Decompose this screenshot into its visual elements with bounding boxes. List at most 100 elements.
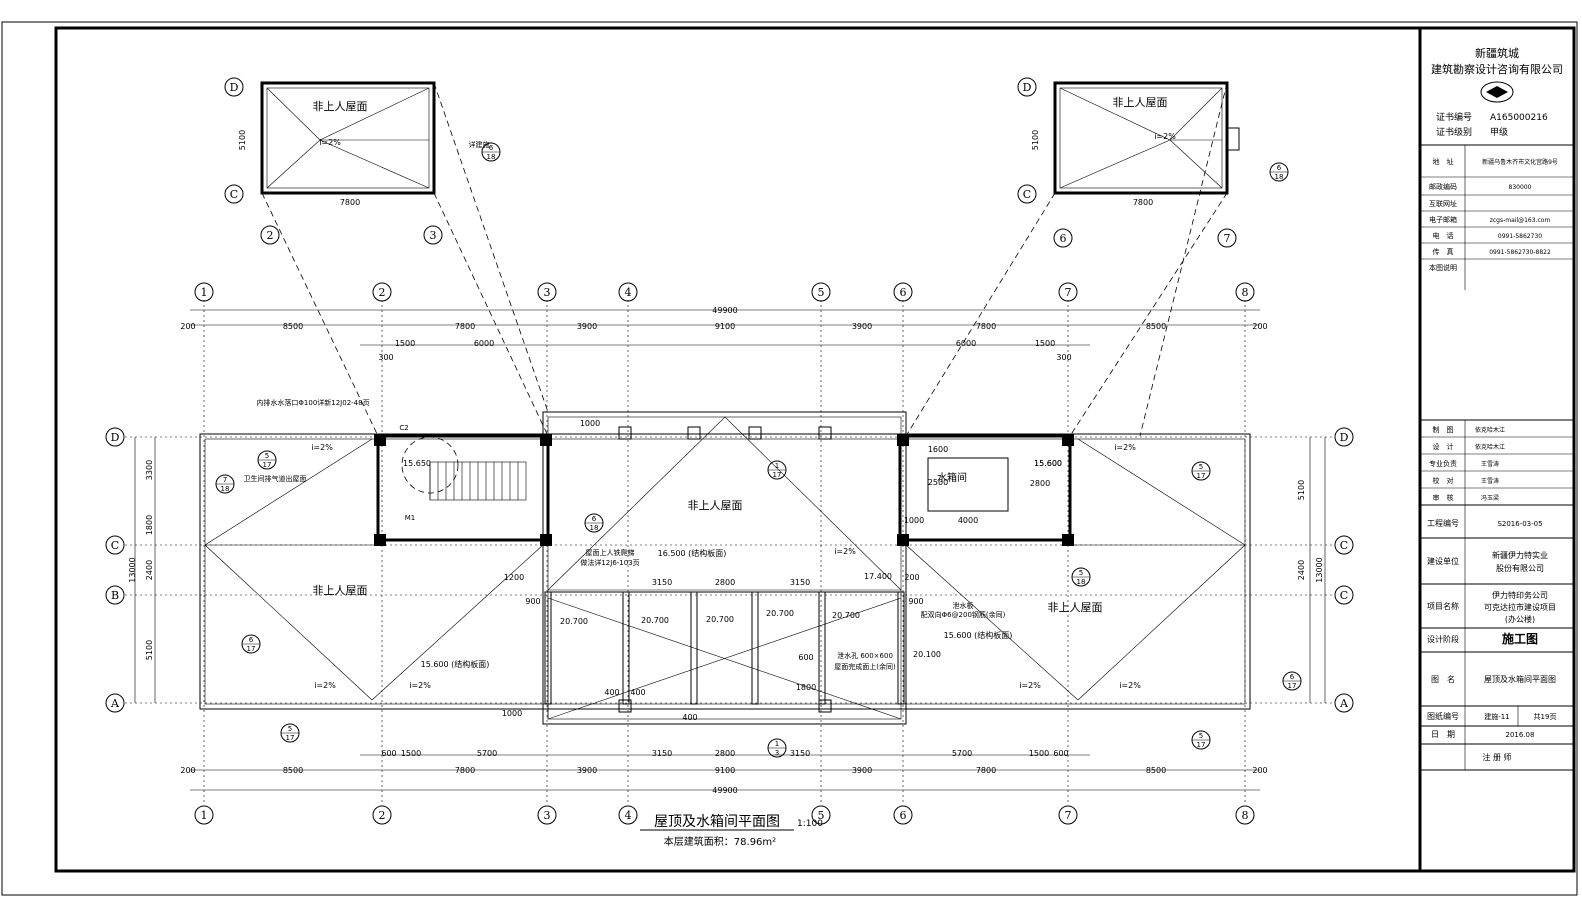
dim-top: 7800 [455, 322, 475, 331]
dim-inner: 900 [908, 597, 923, 606]
detail-ref-top: 5 [265, 452, 269, 460]
roof-label: 非上人屋面 [313, 584, 368, 597]
detail-ref-bottom: 3 [775, 749, 779, 757]
detail-ref-top: 5 [1199, 732, 1203, 740]
drawing-name-label: 图 名 [1431, 674, 1455, 684]
cert-no-label: 证书编号 [1436, 111, 1472, 123]
dim-top: 3900 [577, 322, 597, 331]
detail-ref-bottom: 18 [221, 485, 230, 493]
axis-bubble-4: 4 [625, 286, 632, 299]
axis-bubble-right: C [1340, 539, 1348, 552]
client-line2: 股份有限公司 [1496, 563, 1544, 573]
dim-top2: 300 [1056, 353, 1071, 362]
dim-top: 200 [180, 322, 195, 331]
slope-label: i=2% [409, 681, 431, 690]
detail-ref-top: 1 [775, 462, 779, 470]
dim-inner: 3150 [790, 578, 810, 587]
stair-core [376, 434, 550, 542]
axis-bubble-4: 4 [625, 809, 632, 822]
water-tank-label: 水箱间 [937, 471, 967, 484]
detail-ref-top: 6 [592, 515, 597, 523]
dim-bottom-total: 3900 [852, 766, 872, 775]
elevation-label: 20.700 [832, 611, 860, 620]
dim-top: 8500 [283, 322, 303, 331]
central-block [542, 411, 907, 725]
roof-label: 非上人屋面 [313, 100, 368, 113]
info-label: 传 真 [1433, 247, 1454, 256]
sign-label: 制 图 [1433, 425, 1454, 434]
dim-top: 9100 [715, 322, 735, 331]
axis-bubble-8: 8 [1242, 286, 1249, 299]
plan-note: C2 [399, 424, 408, 432]
dim-left: 5100 [145, 640, 154, 660]
axis-bubble-right: D [1340, 431, 1349, 444]
axis-bubble-7: 7 [1065, 809, 1072, 822]
dim-bottom: 3150 [652, 749, 672, 758]
plan-note: 配双向Φ6@200钢筋(余同) [921, 610, 1006, 619]
axis-bubble-2: 2 [379, 809, 386, 822]
axis-bubble-5: 5 [818, 286, 825, 299]
info-value: 0991-5862730-8822 [1489, 249, 1551, 256]
axis-bubble-right: C [1340, 589, 1348, 602]
dim-top2: 1500 [1035, 339, 1055, 348]
axis-bubble-right: A [1339, 697, 1349, 710]
detail-ref-bottom: 18 [1077, 578, 1086, 586]
dim-bottom: 2800 [715, 749, 735, 758]
project-name-label: 项目名称 [1427, 601, 1459, 611]
axis-bubble-2: 2 [379, 286, 386, 299]
client-label: 建设单位 [1427, 556, 1459, 566]
detail-ref-bottom: 17 [773, 471, 782, 479]
sheet-label: 图纸编号 [1427, 711, 1459, 721]
detail-ref-bottom: 17 [247, 645, 256, 653]
dim-tank: 2500 [928, 478, 948, 487]
company-line2: 建筑勘察设计咨询有限公司 [1431, 62, 1563, 76]
dim-top2: 1500 [395, 339, 415, 348]
sign-value: 冯玉梁 [1481, 494, 1499, 502]
elevation-label: 20.700 [641, 616, 669, 625]
elevation-label: 15.650 [403, 459, 431, 468]
dim-bottom: 1500 [401, 749, 421, 758]
dim-right: 13000 [1315, 557, 1324, 582]
elevation-label: 20.700 [560, 617, 588, 626]
plan-note: 卫生间排气道出屋面 [244, 474, 307, 483]
company-line1: 新疆筑城 [1475, 46, 1519, 60]
detail-ref-top: 6 [489, 144, 494, 152]
inset-axis-bubble: D [1023, 81, 1032, 94]
dim-left: 3300 [145, 460, 154, 480]
inset-dim: 7800 [340, 198, 360, 207]
inset-dim: 5100 [1031, 130, 1040, 150]
project-no: S2016-03-05 [1497, 520, 1542, 528]
dim-inner: 1000 [502, 709, 522, 718]
detail-ref-bottom: 17 [286, 734, 295, 742]
dim-bottom-total: 7800 [455, 766, 475, 775]
detail-ref-top: 6 [1290, 673, 1295, 681]
detail-ref-top: 6 [1277, 164, 1282, 172]
dim-left: 13000 [128, 557, 137, 582]
plan-note: 屋面完成面上(余同) [834, 662, 896, 671]
slope-label: i=2% [1119, 681, 1141, 690]
dim-bottom: 1500 [1029, 749, 1049, 758]
detail-ref-bottom: 17 [1288, 682, 1297, 690]
dim-right: 2400 [1297, 560, 1306, 580]
slope-label: i=2% [1019, 681, 1041, 690]
plan-note: 内排水水落口Φ100详新12J02-48页 [256, 398, 369, 407]
dim-inner: 1800 [796, 683, 816, 692]
elevation-label: 17.400 [864, 572, 892, 581]
dim-inner: 3150 [652, 578, 672, 587]
detail-ref-top: 5 [1199, 463, 1203, 471]
info-value: 新疆乌鲁木齐市文化宫路9号 [1482, 158, 1558, 166]
dim-tank: 4000 [958, 516, 978, 525]
dim-bottom: 600 [381, 749, 396, 758]
plan-title: 屋顶及水箱间平面图 [654, 814, 780, 830]
inset-axis-bubble: C [1023, 188, 1031, 201]
axis-bubble-6: 6 [900, 809, 907, 822]
info-label: 电子邮箱 [1429, 215, 1457, 224]
project-no-label: 工程编号 [1427, 518, 1459, 528]
axis-bubble-D: D [111, 431, 120, 444]
info-label: 本图说明 [1429, 263, 1457, 272]
slope-label: i=2% [1154, 132, 1176, 141]
title-block: 新疆筑城 建筑勘察设计咨询有限公司 证书编号 A165000216 证书级别 甲… [1420, 46, 1574, 771]
sign-label: 审 核 [1433, 493, 1454, 502]
cert-level: 甲级 [1490, 126, 1508, 138]
detail-ref-top: 5 [288, 725, 292, 733]
